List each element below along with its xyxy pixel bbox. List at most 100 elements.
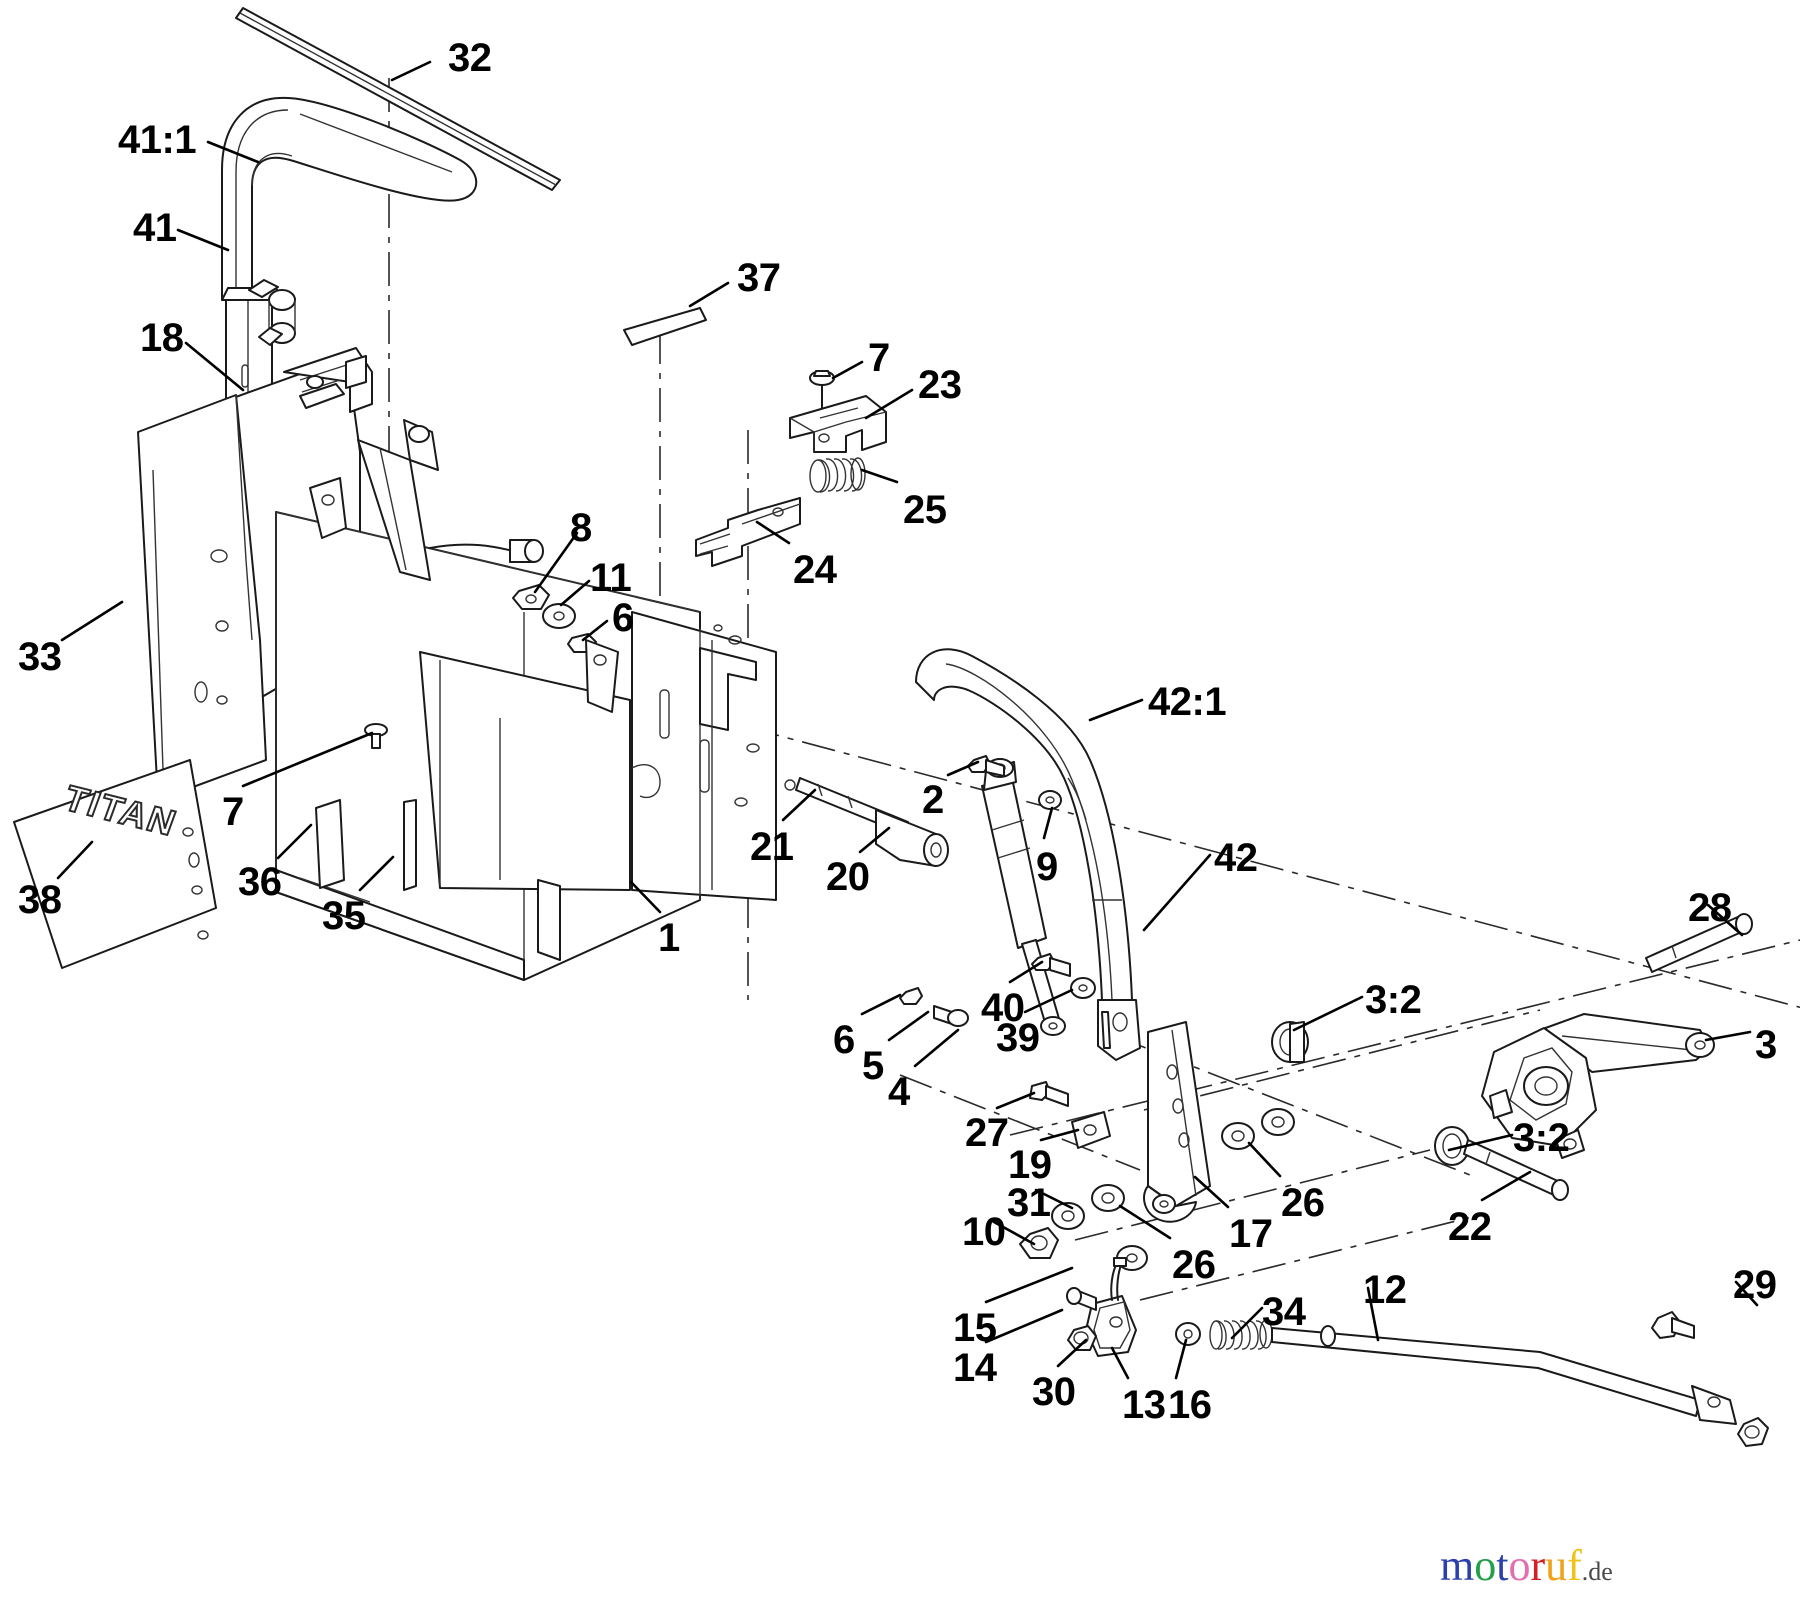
- callout-23: 23: [918, 363, 962, 407]
- callout-19: 19: [1008, 1143, 1052, 1187]
- leader-line-11: [559, 579, 591, 607]
- leader-line-37: [688, 281, 730, 308]
- callout-9: 9: [1036, 845, 1058, 889]
- leader-line-30: [1056, 1338, 1088, 1368]
- leader-line-28: [1706, 903, 1744, 937]
- leader-line-3: [1704, 1030, 1752, 1042]
- watermark-letter-0: m: [1440, 1541, 1475, 1590]
- leader-line-32: [390, 60, 432, 82]
- callout-31: 31: [1007, 1181, 1051, 1225]
- leader-line-19: [1039, 1128, 1080, 1142]
- leader-lines: [56, 60, 1759, 1380]
- callout-5: 5: [862, 1044, 884, 1088]
- leader-line-9: [1042, 806, 1054, 840]
- callout-14: 14: [953, 1346, 997, 1390]
- part-17-link-bar: [1143, 1021, 1211, 1223]
- callout-26: 26: [1281, 1181, 1325, 1225]
- callout-2: 2: [922, 778, 944, 822]
- leader-line-15: [984, 1266, 1074, 1304]
- callout-41: 41: [133, 206, 177, 250]
- callout-37: 37: [737, 256, 781, 300]
- callout-15: 15: [953, 1306, 997, 1350]
- callout-21: 21: [750, 825, 794, 869]
- callout-8: 8: [570, 506, 592, 550]
- part-37-decal: [623, 307, 707, 346]
- callout-7b: 7: [222, 790, 244, 834]
- leader-line-23: [864, 388, 914, 420]
- callout-32: 32: [448, 36, 492, 80]
- leader-line-40: [1008, 960, 1044, 984]
- leader-line-2: [946, 760, 980, 777]
- leader-line-35: [358, 855, 395, 892]
- leader-line-36: [276, 823, 313, 860]
- leader-line-6b: [860, 993, 902, 1016]
- leader-line-21: [781, 788, 817, 822]
- leader-line-31: [1034, 1188, 1074, 1210]
- callout-35: 35: [322, 894, 366, 938]
- callout-41:1: 41:1: [118, 118, 197, 162]
- leader-line-4: [913, 1028, 960, 1068]
- leader-line-42: [1142, 853, 1212, 932]
- callout-25: 25: [903, 488, 947, 532]
- leader-line-3:2: [1292, 995, 1364, 1032]
- part-19-bracket: [1029, 1081, 1111, 1149]
- leader-line-39: [1023, 988, 1074, 1014]
- callout-36: 36: [238, 860, 282, 904]
- callout-30: 30: [1032, 1370, 1076, 1414]
- watermark-letter-5: u: [1545, 1541, 1568, 1590]
- part-23-bracket-group: [695, 370, 887, 567]
- callout-38: 38: [18, 878, 62, 922]
- callout-42:1: 42:1: [1148, 680, 1227, 724]
- leader-line-8: [533, 531, 579, 594]
- watermark-letter-4: r: [1530, 1541, 1546, 1590]
- watermark-letter-6: f: [1567, 1541, 1582, 1590]
- leader-line-17: [1193, 1175, 1230, 1209]
- leader-line-18: [184, 341, 245, 392]
- watermark-suffix: .de: [1581, 1557, 1613, 1586]
- callout-27: 27: [965, 1111, 1009, 1155]
- leader-line-42:1: [1088, 698, 1144, 722]
- leader-line-12: [1366, 1286, 1380, 1342]
- callout-13: 13: [1122, 1383, 1166, 1427]
- callout-7: 7: [868, 336, 890, 380]
- leader-line-20: [858, 826, 891, 854]
- leader-line-27: [995, 1091, 1036, 1110]
- callout-18: 18: [140, 316, 184, 360]
- leader-line-5: [887, 1010, 930, 1042]
- leader-line-7b: [241, 731, 374, 788]
- callout-10: 10: [962, 1210, 1006, 1254]
- leader-line-3:2b: [1447, 1133, 1514, 1152]
- leader-line-26: [1247, 1141, 1282, 1178]
- watermark-letter-1: o: [1474, 1541, 1497, 1590]
- motoruf-watermark: motoruf.de: [1440, 1540, 1613, 1591]
- callout-6: 6: [612, 596, 634, 640]
- leader-line-16: [1174, 1338, 1188, 1380]
- callout-3:2: 3:2: [1365, 978, 1422, 1022]
- callout-34: 34: [1262, 1290, 1306, 1334]
- callout-12: 12: [1363, 1268, 1407, 1312]
- part-26-washers: [1091, 1108, 1295, 1212]
- leader-line-24: [755, 520, 791, 545]
- callout-29: 29: [1733, 1263, 1777, 1307]
- part-32-rod: [235, 7, 561, 191]
- callout-11: 11: [590, 556, 632, 600]
- leader-line-34: [1230, 1306, 1264, 1340]
- part-21-rod: [784, 777, 949, 867]
- callout-3: 3: [1755, 1023, 1777, 1067]
- leader-line-7: [831, 360, 864, 380]
- leader-line-22: [1480, 1170, 1532, 1202]
- leader-line-26b: [1118, 1204, 1172, 1240]
- callout-20: 20: [826, 855, 870, 899]
- leader-line-41:1: [206, 140, 260, 164]
- watermark-letter-3: o: [1508, 1541, 1531, 1590]
- leader-line-13: [1110, 1346, 1130, 1380]
- leader-line-38: [56, 840, 94, 880]
- callout-39: 39: [996, 1016, 1040, 1060]
- callout-3:2b: 3:2: [1513, 1116, 1570, 1160]
- leader-line-29: [1734, 1280, 1759, 1307]
- leader-line-1: [629, 880, 662, 914]
- leader-line-10: [992, 1220, 1036, 1246]
- leader-line-6: [581, 619, 609, 642]
- watermark-letter-2: t: [1496, 1541, 1509, 1590]
